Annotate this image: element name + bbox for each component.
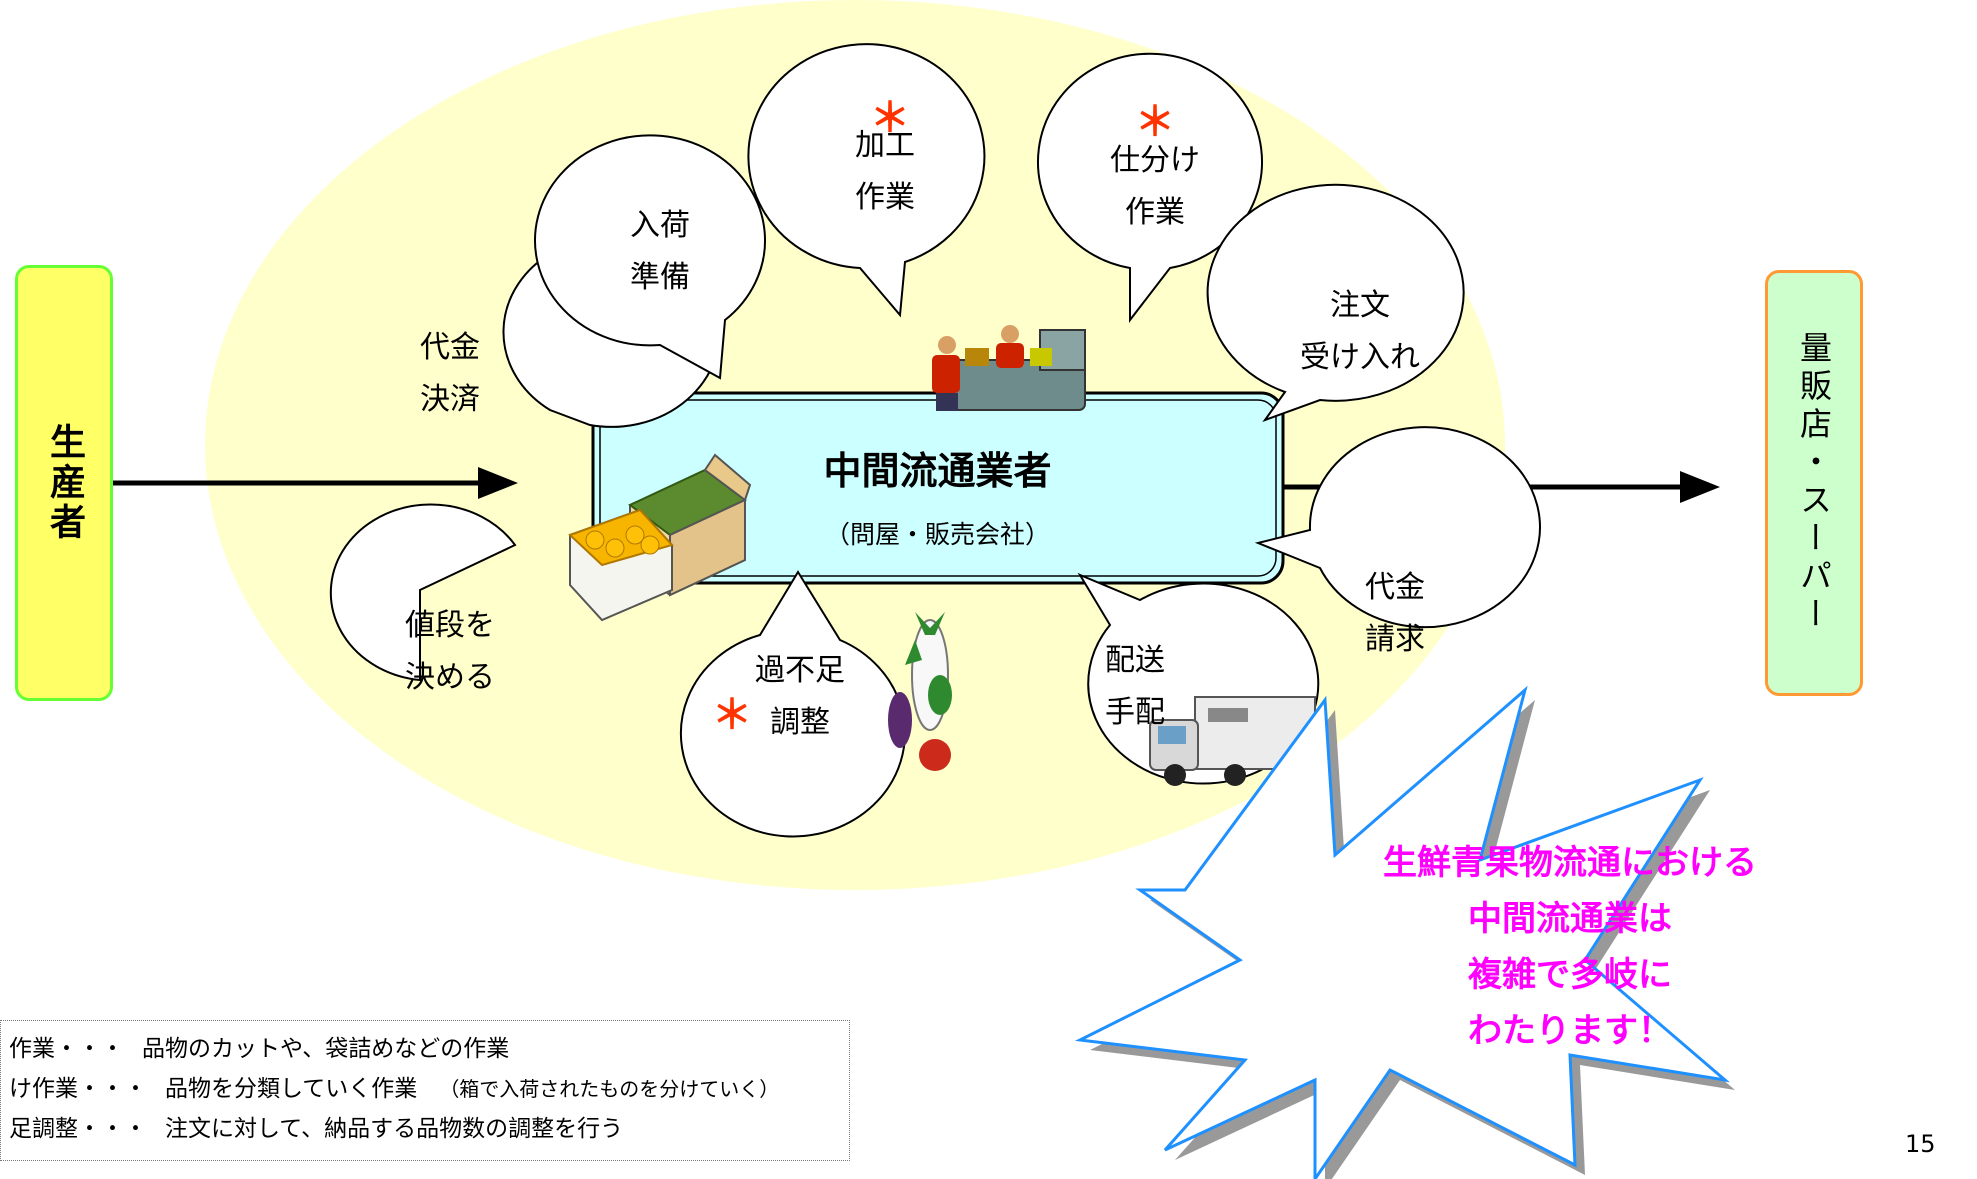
retailer-box: 量販店・スーパー xyxy=(1765,270,1863,696)
intermediary-subtitle: （問屋・販売会社） xyxy=(824,520,1050,549)
mark-processing-work: ＊ xyxy=(870,95,910,141)
producer-box: 生産者 xyxy=(15,265,113,701)
footnote-desc: 注文に対して、納品する品物数の調整を行う xyxy=(165,1116,624,1142)
footnote-term: 作業・・・ xyxy=(9,1036,124,1062)
bubble-shape-billing xyxy=(1254,426,1541,629)
bubble-shape-arrival-prep xyxy=(534,134,767,380)
bubble-shape-processing-work xyxy=(747,43,986,318)
intermediary-title: 中間流通業者 xyxy=(823,449,1052,493)
page-number: 15 xyxy=(1905,1130,1936,1158)
workers-conveyor-icon xyxy=(932,325,1086,411)
retailer-label: 量販店・スーパー xyxy=(1795,331,1833,635)
callout-line-2: 中間流通業は xyxy=(1468,899,1672,939)
bubble-shape-order-intake xyxy=(1206,183,1465,423)
producer-label: 生産者 xyxy=(44,423,85,543)
callout-text: 生鮮青果物流通における 中間流通業は 複雑で多岐に わたります！ xyxy=(1340,835,1800,1059)
bubble-delivery-arrangement: 配送 手配 xyxy=(1105,643,1165,730)
footnote-desc: 品物のカットや、袋詰めなどの作業 xyxy=(142,1036,510,1062)
bubble-shortage-adjustment: 過不足 調整 xyxy=(755,653,845,740)
footnote-sorting: け作業・・・品物を分類していく作業 （箱で入荷されたものを分けていく） xyxy=(1,1069,849,1109)
starburst-callout xyxy=(1074,685,1735,1179)
flow-arrow-in xyxy=(112,467,518,499)
bubble-price-decide: 値段を 決める xyxy=(405,608,495,695)
footnote-term: け作業・・・ xyxy=(9,1076,147,1102)
footnote-term: 足調整・・・ xyxy=(9,1116,147,1142)
footnote-desc: 品物を分類していく作業 xyxy=(165,1076,418,1102)
footnotes-box: 作業・・・品物のカットや、袋詰めなどの作業 け作業・・・品物を分類していく作業 （… xyxy=(0,1020,850,1161)
produce-boxes-icon xyxy=(568,453,752,622)
bubble-payment-settlement: 代金 決済 xyxy=(420,330,480,417)
mark-shortage-adjustment: ＊ xyxy=(712,692,752,738)
bubble-processing-work: 加工 作業 xyxy=(855,128,915,215)
bubble-arrival-prep: 入荷 準備 xyxy=(630,208,690,295)
bubble-shape-price-decide xyxy=(329,503,517,682)
footnote-processing: 作業・・・品物のカットや、袋詰めなどの作業 xyxy=(1,1029,849,1069)
callout-line-1: 生鮮青果物流通における xyxy=(1383,843,1757,883)
mark-sorting-work: ＊ xyxy=(1135,99,1175,145)
footnote-extra: （箱で入荷されたものを分けていく） xyxy=(439,1077,780,1101)
bubble-billing: 代金 請求 xyxy=(1365,570,1425,657)
footnote-shortage: 足調整・・・注文に対して、納品する品物数の調整を行う xyxy=(1,1109,849,1149)
callout-line-4: わたります！ xyxy=(1468,1011,1672,1051)
callout-line-3: 複雑で多岐に xyxy=(1468,955,1672,995)
vegetables-icon xyxy=(888,612,952,771)
bubble-order-intake: 注文 受け入れ xyxy=(1300,288,1420,375)
bubble-sorting-work: 仕分け 作業 xyxy=(1110,143,1200,230)
intermediary-box xyxy=(591,391,1285,585)
